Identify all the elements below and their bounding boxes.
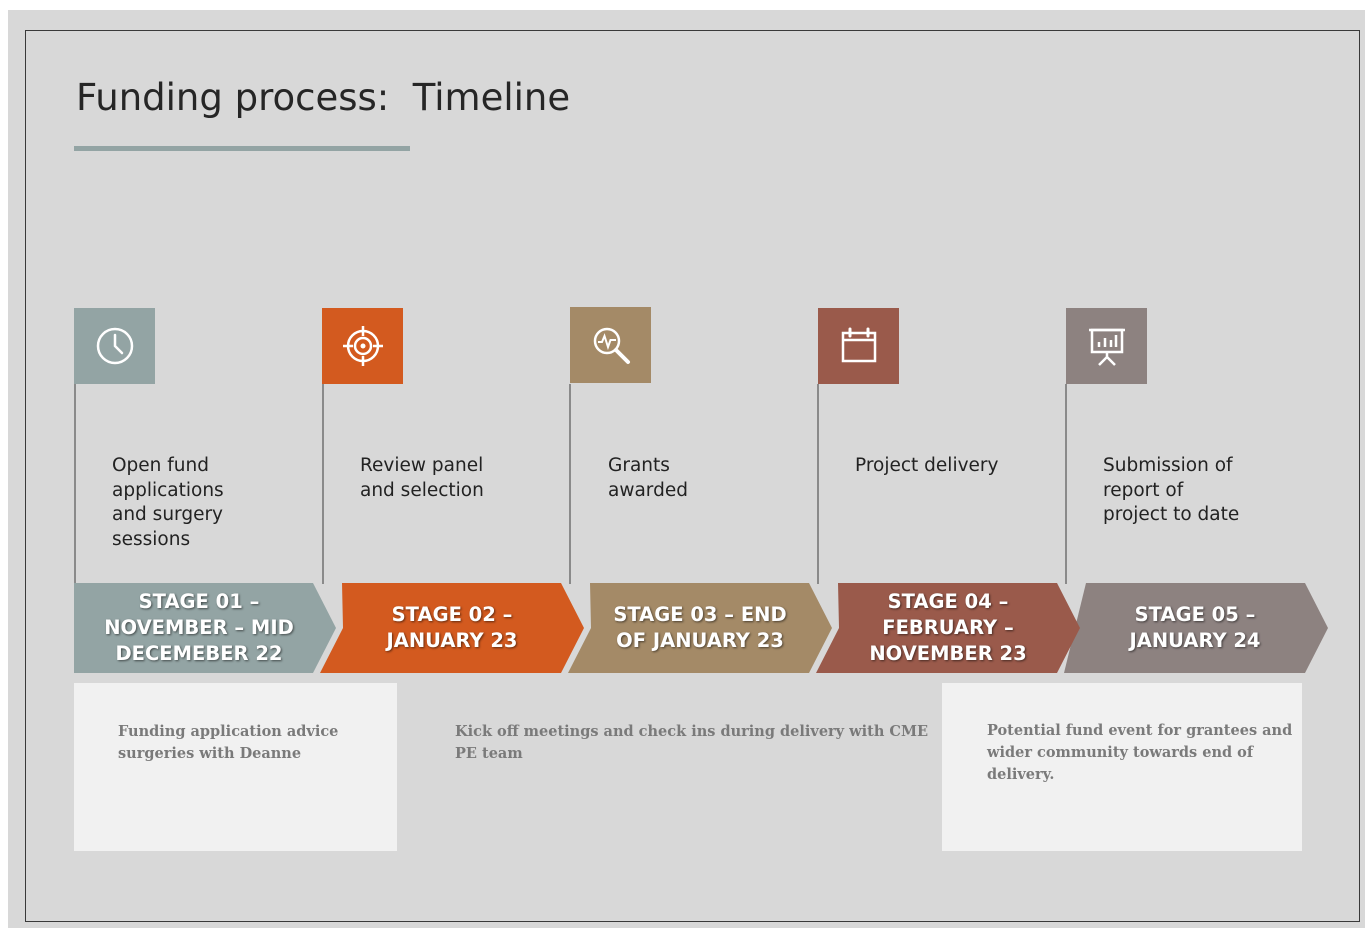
stage-01-chevron	[74, 583, 336, 673]
stage-05-description: Submission of report of project to date	[1103, 455, 1240, 525]
stage-02-chevron	[320, 583, 584, 673]
stage-connector-line	[74, 384, 76, 584]
calendar-icon	[841, 327, 876, 363]
presentation-chart-icon	[1088, 328, 1125, 366]
stage-03-description: Grants awarded	[608, 455, 688, 501]
stage-02-icon-box	[322, 308, 403, 384]
magnifier-pulse-icon	[593, 327, 630, 364]
stage-connector-line	[1065, 384, 1067, 584]
stage-04-chevron	[816, 583, 1080, 673]
note-surgeries: Funding application advice surgeries wit…	[118, 723, 339, 762]
stage-05-label: STAGE 05 – JANUARY 24	[1129, 603, 1261, 652]
note-box-fund-event	[942, 683, 1302, 851]
target-icon	[342, 326, 383, 366]
stage-05-chevron	[1064, 583, 1328, 673]
stage-04-icon-box	[818, 308, 899, 384]
stage-connector-line	[817, 384, 819, 584]
title-underline	[74, 146, 410, 151]
stage-03-label: STAGE 03 – END OF JANUARY 23	[613, 603, 787, 652]
stage-01-description: Open fund applications and surgery sessi…	[112, 455, 224, 550]
stage-02-label: STAGE 02 – JANUARY 23	[386, 603, 518, 652]
stage-03-icon-box	[570, 307, 651, 383]
note-fund-event: Potential fund event for grantees and wi…	[987, 722, 1293, 783]
stage-05-icon-box	[1066, 308, 1147, 384]
stage-connector-line	[322, 384, 324, 584]
stage-01-icon-box	[74, 308, 155, 384]
clock-icon	[96, 327, 133, 365]
note-box-surgeries	[74, 683, 397, 851]
stage-01-label: STAGE 01 – NOVEMBER – MID DECEMEBER 22	[104, 590, 294, 665]
stage-03-chevron	[568, 583, 832, 673]
page-title: Funding process: Timeline	[76, 76, 571, 119]
stage-04-description: Project delivery	[855, 455, 999, 476]
note-kick-off-meetings: Kick off meetings and check ins during d…	[455, 723, 929, 762]
stage-04-label: STAGE 04 – FEBRUARY – NOVEMBER 23	[869, 590, 1027, 665]
stage-connector-line	[569, 384, 571, 584]
stage-02-description: Review panel and selection	[360, 455, 484, 501]
slide-frame	[25, 30, 1360, 922]
